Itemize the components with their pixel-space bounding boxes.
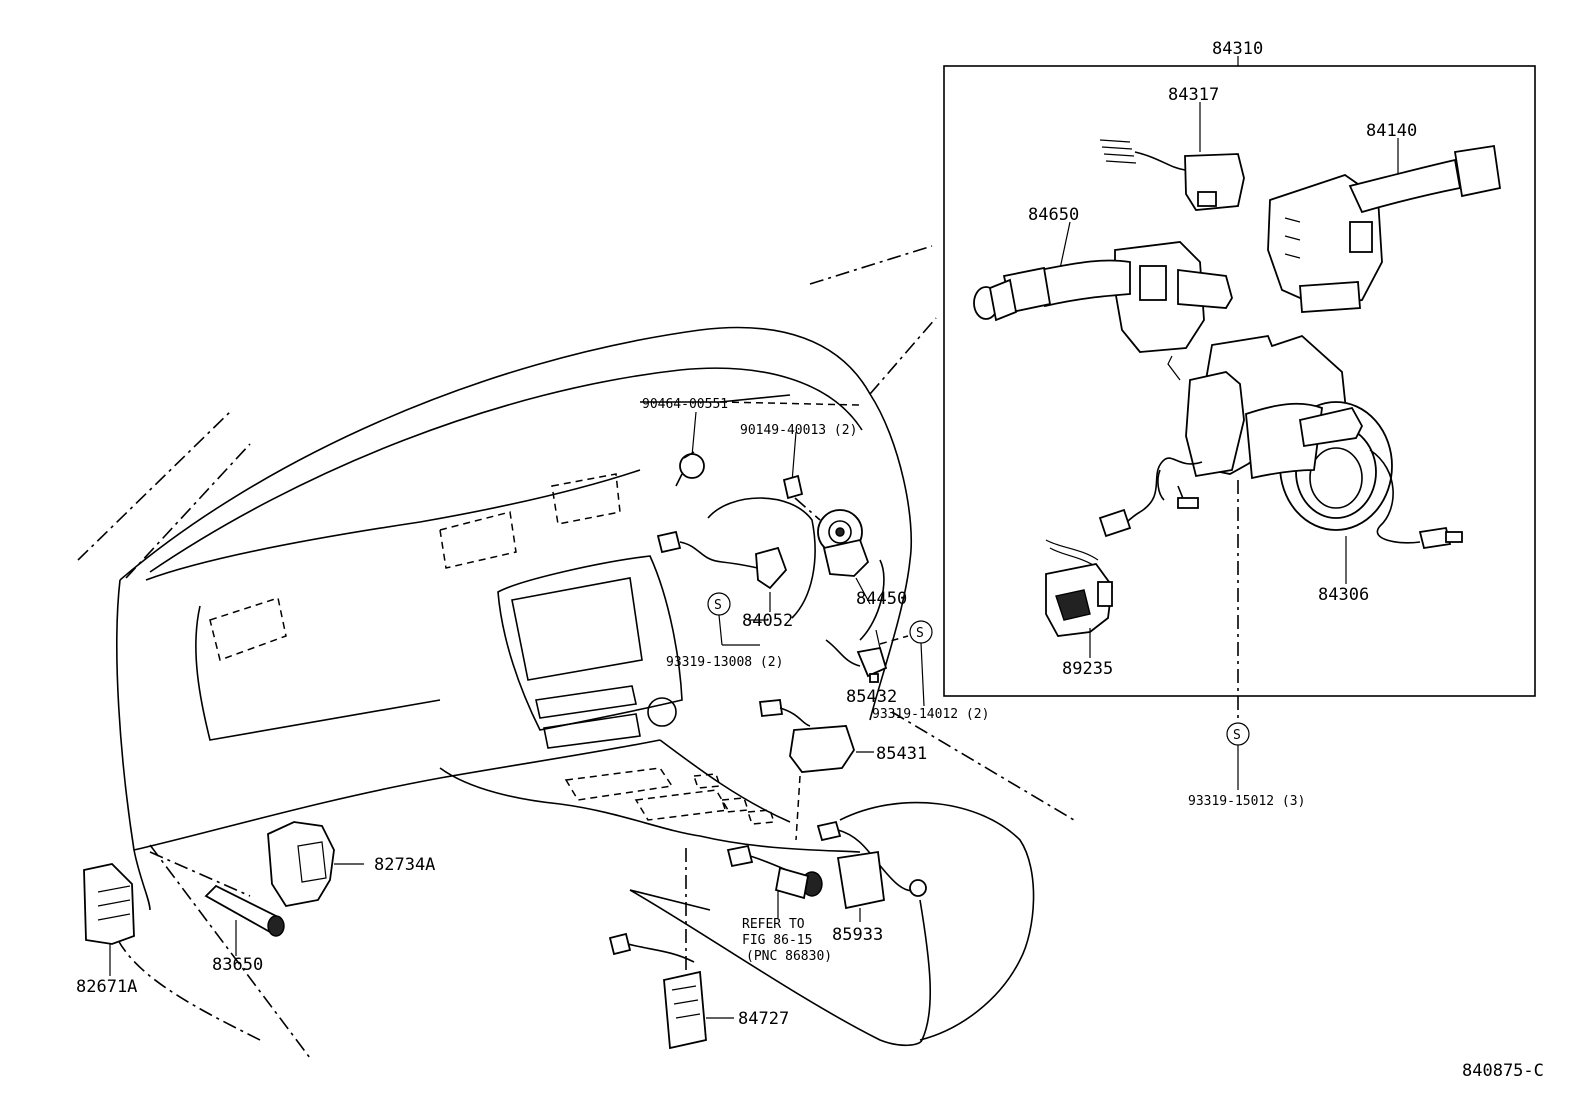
part-84450-ignition — [817, 509, 871, 605]
part-84140-wiper-switch — [1267, 138, 1502, 313]
label-93319-15012: 93319-15012 (3) — [1188, 794, 1305, 809]
inset-frame — [943, 65, 1536, 697]
screw-symbol-label-3: S — [1233, 728, 1241, 743]
screw-symbol-label-1: S — [714, 598, 722, 613]
label-85432: 85432 — [846, 687, 897, 707]
part-84052-switch — [656, 530, 788, 621]
part-85933-module — [816, 820, 927, 922]
label-84140: 84140 — [1366, 121, 1417, 141]
label-93319-14012: 93319-14012 (2) — [872, 707, 989, 722]
part-84727-switch — [608, 848, 734, 1050]
label-refer-line-2: FIG 86-15 — [742, 933, 812, 948]
combination-switch-inset — [943, 56, 1536, 697]
label-84650: 84650 — [1028, 205, 1079, 225]
label-84317: 84317 — [1168, 85, 1219, 105]
screw-symbol-label-2: S — [916, 626, 924, 641]
label-83650: 83650 — [212, 955, 263, 975]
label-90464-00551: 90464-00551 — [642, 397, 728, 412]
label-85933: 85933 — [832, 925, 883, 945]
label-84306: 84306 — [1318, 585, 1369, 605]
part-85432-switch — [825, 629, 888, 683]
label-refer-line-1: REFER TO — [742, 917, 805, 932]
part-85431-switch — [758, 699, 874, 841]
label-84052: 84052 — [742, 611, 793, 631]
part-83650-tube — [149, 851, 285, 956]
label-refer-line-3: (PNC 86830) — [746, 949, 832, 964]
dashboard-outline — [77, 245, 1075, 1059]
part-90464-clamp — [640, 394, 861, 487]
part-cigarette-lighter — [726, 844, 823, 918]
part-90149-screw — [782, 431, 821, 521]
part-labels: 84310 84317 84140 84650 84306 89235 9046… — [76, 39, 1544, 1081]
label-90149-40013: 90149-40013 (2) — [740, 423, 857, 438]
part-82671A-switch — [83, 863, 135, 976]
label-84450: 84450 — [856, 589, 907, 609]
part-84317-harness — [1099, 102, 1245, 211]
figure-code: 840875-C — [1462, 1061, 1544, 1081]
part-82734A-relay — [267, 821, 364, 907]
label-84727: 84727 — [738, 1009, 789, 1029]
part-84650-light-switch — [973, 221, 1205, 353]
label-93319-13008: 93319-13008 (2) — [666, 655, 783, 670]
label-89235: 89235 — [1062, 659, 1113, 679]
label-82734A: 82734A — [374, 855, 435, 875]
label-82671A: 82671A — [76, 977, 137, 997]
label-84310: 84310 — [1212, 39, 1263, 59]
part-84306-spiral-cable — [1098, 268, 1463, 584]
label-85431: 85431 — [876, 744, 927, 764]
part-89235-switch — [1045, 539, 1113, 658]
